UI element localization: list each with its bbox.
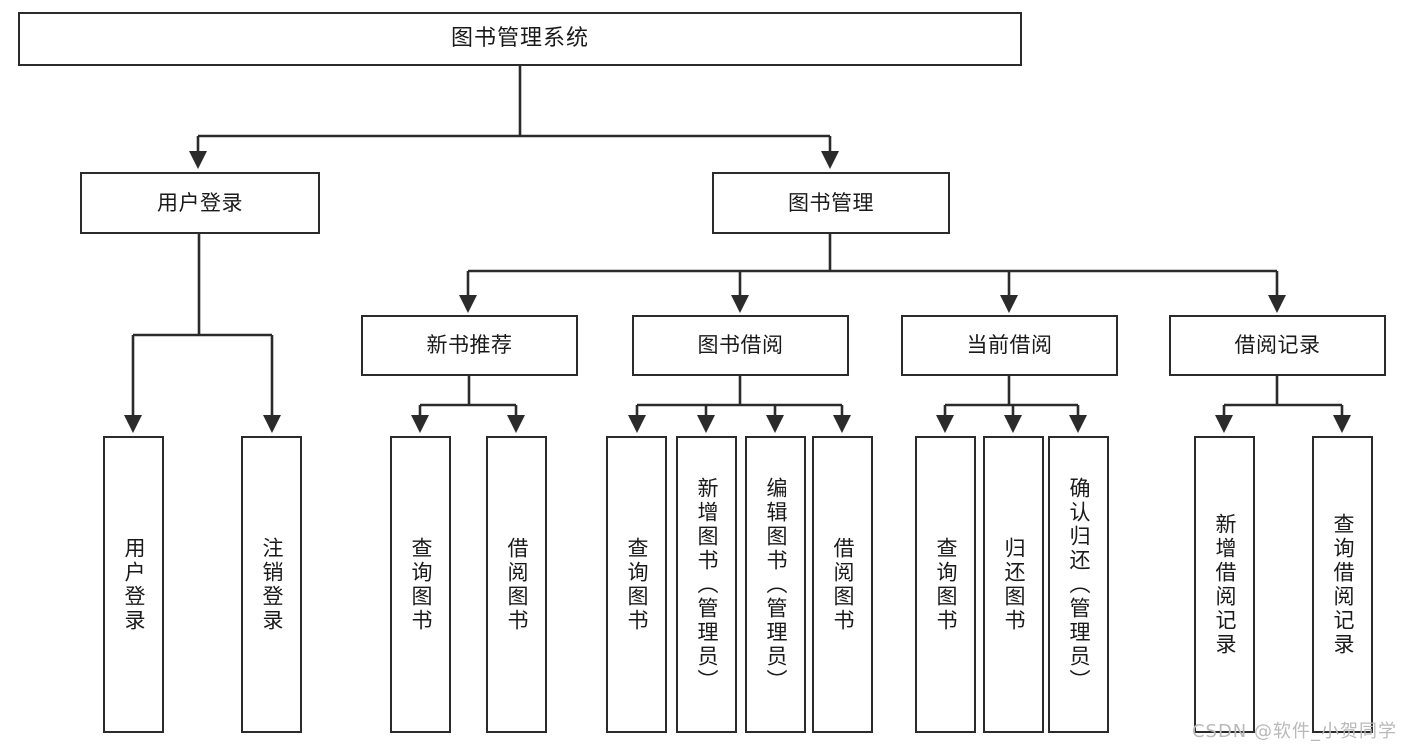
leaf-add-book-admin-label: 新增图书（管理员）: [695, 476, 719, 693]
leaf-add-book-admin[interactable]: 新增图书（管理员）: [676, 436, 737, 733]
leaf-query-book-borrow[interactable]: 查询图书: [606, 436, 667, 733]
leaf-query-borrow-record-label: 查询借阅记录: [1331, 512, 1355, 657]
leaf-query-book-recommend-label: 查询图书: [409, 536, 433, 633]
leaf-query-book-borrow-label: 查询图书: [625, 536, 649, 633]
leaf-borrow-book[interactable]: 借阅图书: [812, 436, 873, 733]
leaf-borrow-book-label: 借阅图书: [831, 536, 855, 633]
leaf-return-book[interactable]: 归还图书: [983, 436, 1044, 733]
node-new-book-recommend[interactable]: 新书推荐: [361, 315, 578, 376]
node-current-borrow-label: 当前借阅: [966, 333, 1053, 358]
leaf-confirm-return-admin[interactable]: 确认归还（管理员）: [1048, 436, 1109, 733]
node-root[interactable]: 图书管理系统: [18, 12, 1022, 66]
leaf-confirm-return-admin-label: 确认归还（管理员）: [1067, 476, 1091, 693]
leaf-query-book-current[interactable]: 查询图书: [915, 436, 976, 733]
node-user-login-label: 用户登录: [157, 190, 243, 215]
leaf-return-book-label: 归还图书: [1002, 536, 1026, 633]
node-book-management-label: 图书管理: [788, 190, 874, 215]
node-user-login[interactable]: 用户登录: [80, 172, 320, 234]
leaf-logout[interactable]: 注销登录: [241, 436, 302, 733]
node-book-borrow[interactable]: 图书借阅: [632, 315, 849, 376]
leaf-borrow-book-recommend-label: 借阅图书: [505, 536, 529, 633]
leaf-query-borrow-record[interactable]: 查询借阅记录: [1312, 436, 1373, 733]
leaf-user-login[interactable]: 用户登录: [103, 436, 164, 733]
node-borrow-record-label: 借阅记录: [1234, 333, 1321, 358]
leaf-borrow-book-recommend[interactable]: 借阅图书: [486, 436, 547, 733]
watermark-text: CSDN @软件_小贺同学: [1191, 721, 1397, 742]
leaf-query-book-current-label: 查询图书: [934, 536, 958, 633]
leaf-query-book-recommend[interactable]: 查询图书: [390, 436, 451, 733]
leaf-user-login-label: 用户登录: [122, 536, 146, 633]
node-current-borrow[interactable]: 当前借阅: [901, 315, 1118, 376]
leaf-add-borrow-record-label: 新增借阅记录: [1213, 512, 1237, 657]
node-book-borrow-label: 图书借阅: [697, 333, 784, 358]
node-root-label: 图书管理系统: [450, 26, 589, 52]
node-book-management[interactable]: 图书管理: [712, 172, 950, 234]
leaf-edit-book-admin-label: 编辑图书（管理员）: [764, 476, 788, 693]
leaf-add-borrow-record[interactable]: 新增借阅记录: [1194, 436, 1255, 733]
leaf-logout-label: 注销登录: [260, 536, 284, 633]
leaf-edit-book-admin[interactable]: 编辑图书（管理员）: [745, 436, 806, 733]
node-new-book-recommend-label: 新书推荐: [426, 333, 513, 358]
node-borrow-record[interactable]: 借阅记录: [1169, 315, 1386, 376]
